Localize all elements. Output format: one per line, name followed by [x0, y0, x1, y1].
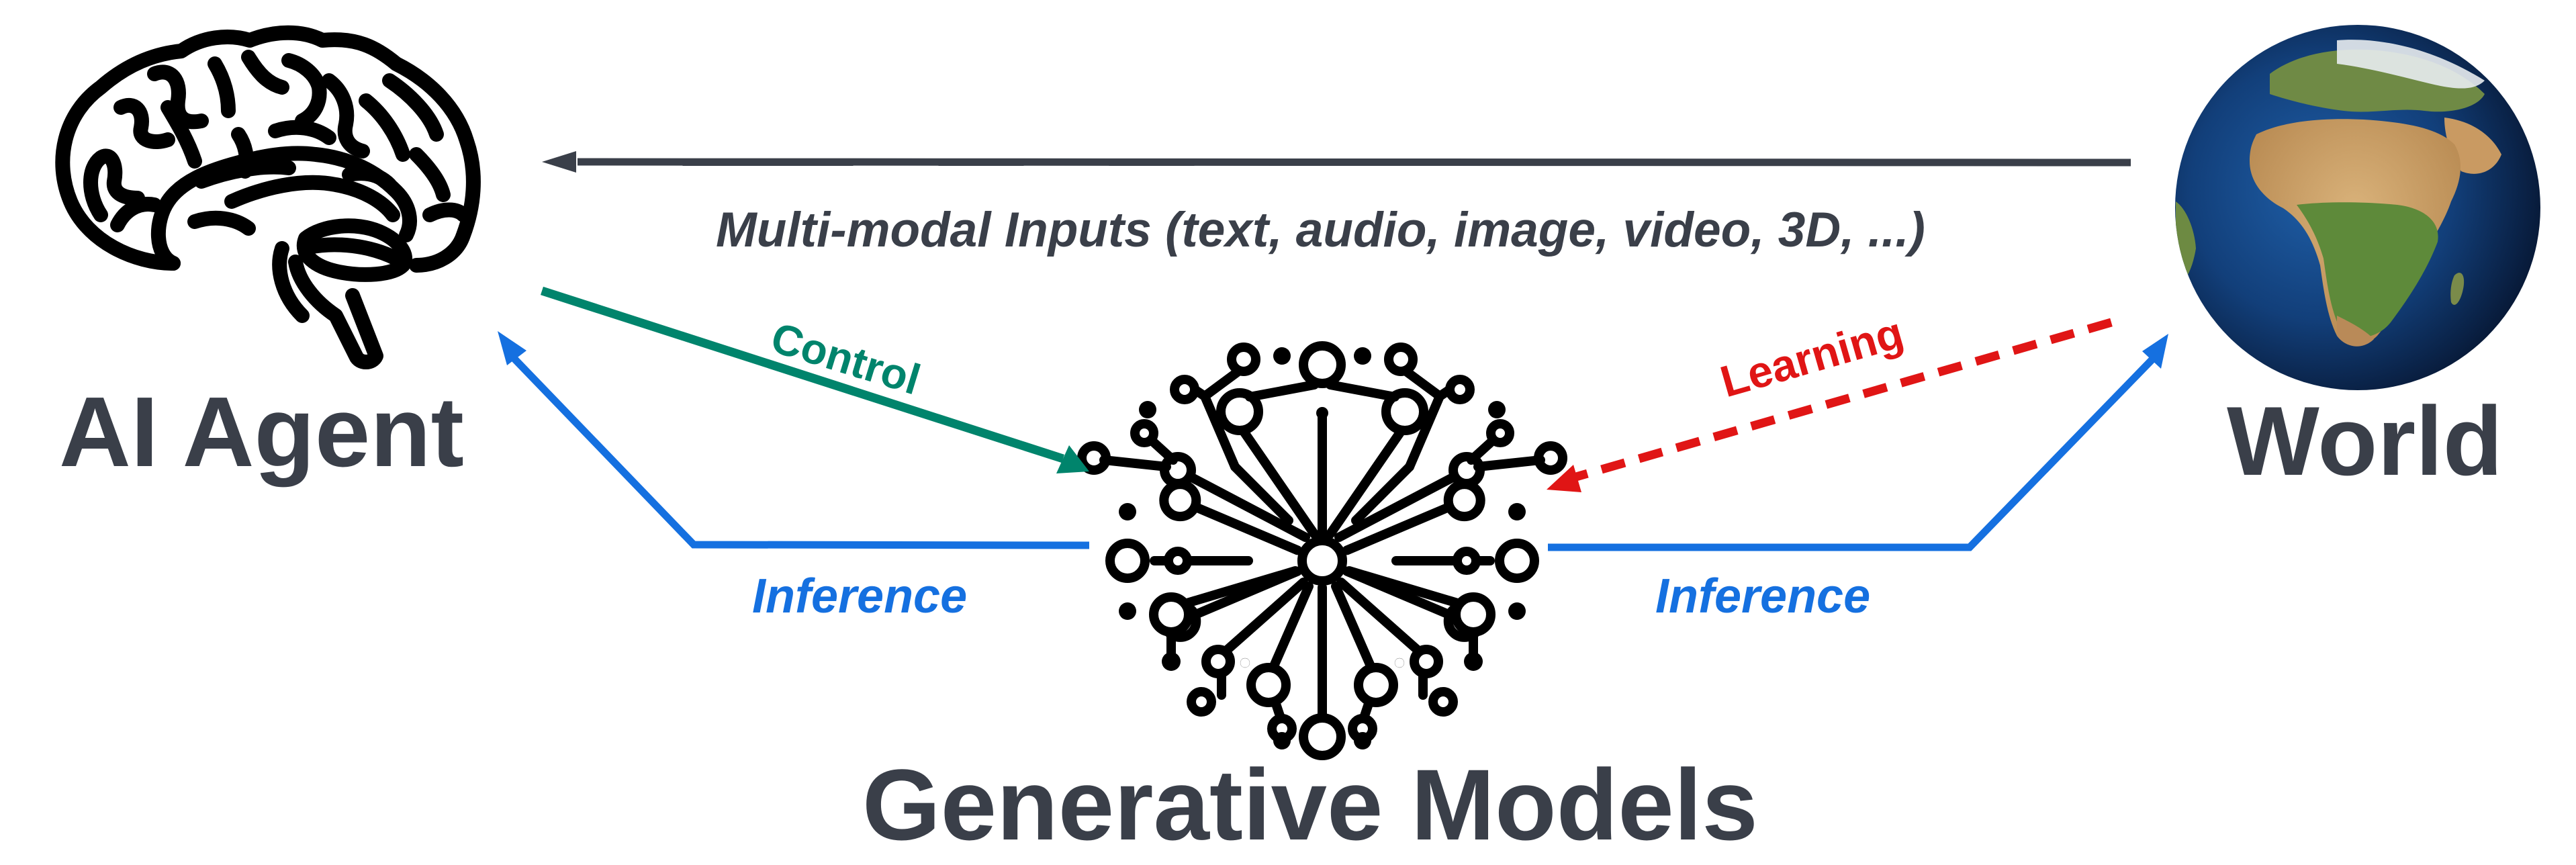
nn-dot — [1273, 732, 1291, 749]
nn-branch — [1200, 392, 1240, 471]
nn-node — [1164, 547, 1192, 575]
nn-branch — [1401, 367, 1444, 401]
nn-dot — [1316, 407, 1328, 419]
nn-node — [1297, 536, 1347, 586]
inference-left-arrowhead — [498, 331, 526, 365]
nn-branch — [1200, 367, 1243, 401]
inference-right-label: Inference — [1655, 570, 1871, 623]
nn-branch — [1190, 502, 1303, 555]
nn-node — [1384, 343, 1418, 376]
inference-left-label: Inference — [752, 570, 968, 623]
agent-label: AI Agent — [59, 377, 464, 488]
inference-right-arrowhead — [2142, 334, 2168, 369]
nn-node — [1428, 687, 1458, 717]
nn-branch — [1342, 502, 1455, 555]
nn-dot — [1508, 503, 1526, 520]
nn-branch — [1099, 455, 1171, 471]
nn-branch — [1405, 392, 1444, 471]
neural-network-icon — [1077, 341, 1567, 760]
nn-branch — [1467, 435, 1498, 465]
nn-branch — [1334, 465, 1471, 542]
nn-node — [1105, 539, 1150, 583]
nn-branch — [1217, 578, 1308, 659]
nn-branch — [1331, 582, 1381, 683]
nn-dot — [1488, 401, 1506, 418]
nn-node — [1451, 592, 1496, 637]
nn-dot — [1139, 401, 1156, 418]
nn-node — [1495, 539, 1539, 583]
nn-branch — [1238, 426, 1319, 539]
control-arrowhead — [1056, 445, 1089, 473]
nn-branch — [1351, 462, 1414, 525]
nn-branch — [1230, 462, 1293, 525]
nn-node — [1354, 663, 1398, 707]
nn-branch — [1344, 566, 1478, 612]
nn-dot — [1354, 732, 1371, 749]
nn-node — [1410, 645, 1443, 678]
nn-node — [1246, 663, 1291, 707]
control-arrow — [541, 286, 1089, 473]
nn-branch — [1264, 582, 1314, 683]
nn-branch — [1166, 566, 1300, 612]
nn-dot — [1119, 503, 1136, 520]
nn-node — [1299, 713, 1346, 760]
nn-node — [1149, 592, 1193, 637]
nn-branch — [1473, 455, 1545, 471]
inference-right-arrow — [1548, 334, 2168, 551]
nn-node — [1201, 645, 1235, 678]
world-label: World — [2227, 386, 2503, 496]
inference-left-arrow — [498, 331, 1090, 549]
nn-dot — [1464, 652, 1483, 671]
nn-branch — [1245, 380, 1319, 402]
inputs-arrowhead — [542, 151, 576, 173]
nn-branch — [1326, 426, 1406, 539]
nn-branch — [1326, 380, 1399, 402]
models-label: Generative Models — [862, 748, 1758, 861]
nn-branch — [1173, 465, 1310, 542]
learning-arrow — [1547, 318, 2113, 492]
inputs-label: Multi-modal Inputs (text, audio, image, … — [716, 203, 1925, 257]
nn-node — [1159, 480, 1201, 522]
nn-dot — [1162, 652, 1181, 671]
nn-dot — [1273, 347, 1291, 365]
nn-node — [1299, 341, 1346, 388]
nn-branch — [1336, 578, 1428, 659]
globe-icon — [2175, 25, 2540, 390]
brain-icon — [55, 25, 481, 369]
nn-node — [1187, 687, 1216, 717]
nn-dot — [1354, 347, 1371, 365]
nn-dot — [1119, 602, 1136, 620]
nn-node — [1453, 547, 1481, 575]
nn-node — [1443, 480, 1485, 522]
inputs-arrow — [542, 151, 2131, 173]
nn-branch — [1146, 435, 1178, 465]
nn-node — [1227, 343, 1260, 376]
learning-arrowhead — [1547, 465, 1581, 492]
nn-dot — [1508, 602, 1526, 620]
